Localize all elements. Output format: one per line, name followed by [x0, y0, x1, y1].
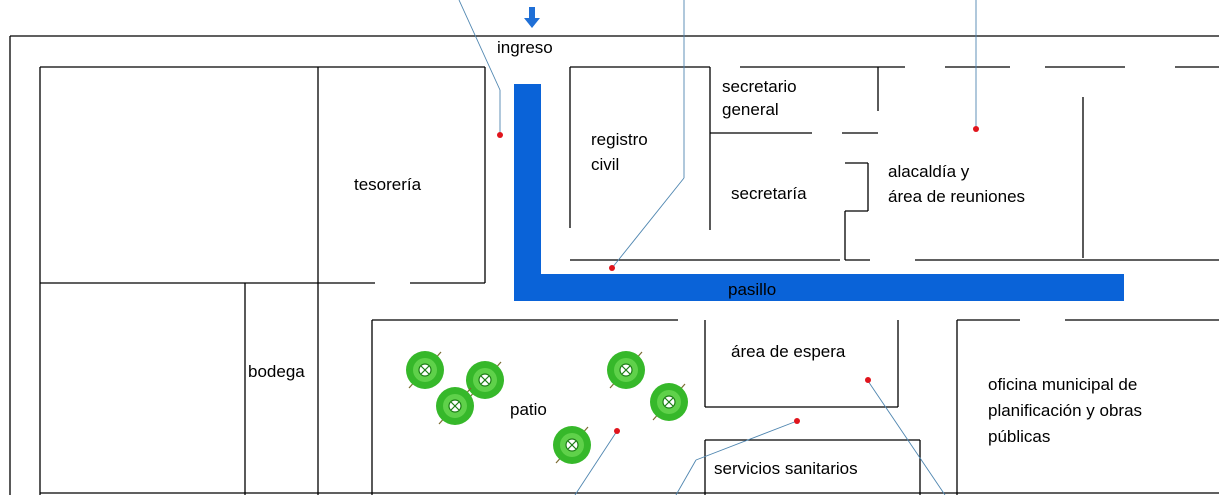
label-treasury: tesorería — [354, 175, 422, 194]
marker-dots — [497, 126, 979, 434]
tree-icon — [650, 383, 688, 421]
tree-icon — [553, 426, 591, 464]
tree-icon — [406, 351, 444, 389]
label-civil-registry-2: civil — [591, 155, 619, 174]
tree-icon — [466, 361, 504, 399]
label-mayor-1: alacaldía y — [888, 162, 970, 181]
lower-walls — [40, 319, 1219, 495]
label-planning-3: públicas — [988, 427, 1050, 446]
room-labels: ingreso tesorería registro civil secreta… — [248, 38, 1142, 478]
patio-trees — [406, 351, 688, 464]
down-arrow-icon — [524, 7, 540, 28]
label-waiting-area: área de espera — [731, 342, 846, 361]
label-restrooms: servicios sanitarios — [714, 459, 858, 478]
label-general-secretary-1: secretario — [722, 77, 797, 96]
label-entrance: ingreso — [497, 38, 553, 57]
label-planning-1: oficina municipal de — [988, 375, 1137, 394]
label-planning-2: planificación y obras — [988, 401, 1142, 420]
tree-icon — [436, 387, 474, 425]
label-secretariat: secretaría — [731, 184, 807, 203]
tree-icon — [607, 351, 645, 389]
label-corridor: pasillo — [728, 280, 776, 299]
building-outline — [9, 35, 1219, 495]
callout-lines — [458, 0, 977, 495]
upper-offices-walls — [569, 66, 1219, 261]
label-general-secretary-2: general — [722, 100, 779, 119]
label-storage: bodega — [248, 362, 305, 381]
label-mayor-2: área de reuniones — [888, 187, 1025, 206]
corridor — [514, 84, 1124, 301]
left-wing-walls — [39, 66, 486, 495]
label-patio: patio — [510, 400, 547, 419]
label-civil-registry-1: registro — [591, 130, 648, 149]
